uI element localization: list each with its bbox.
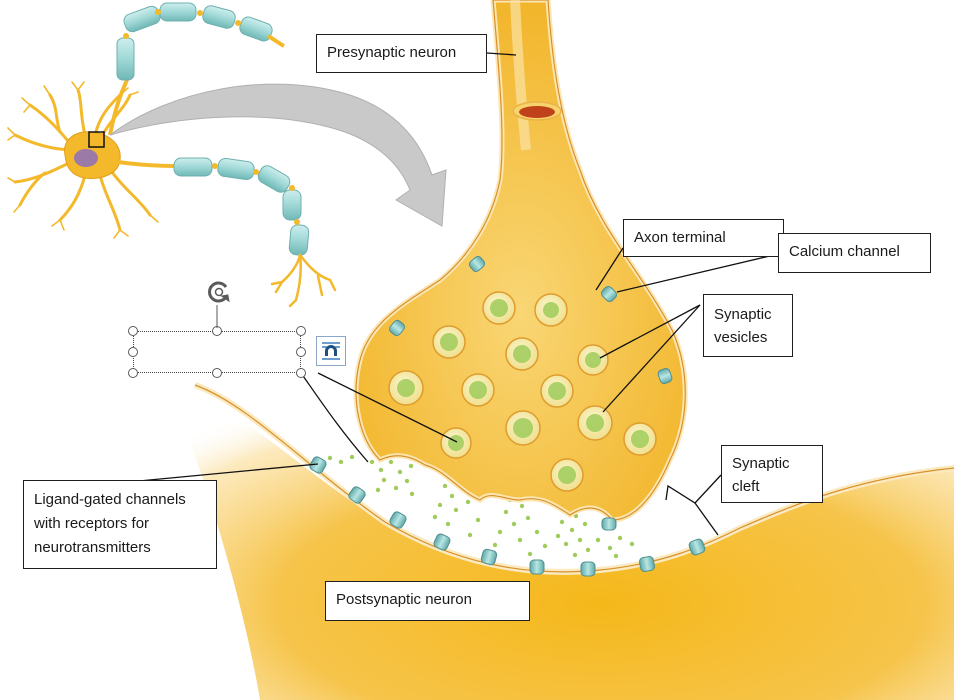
label-postsynaptic-neuron: Postsynaptic neuron (325, 581, 530, 621)
label-synaptic-vesicles: Synaptic vesicles (703, 294, 793, 357)
rotate-icon[interactable] (204, 277, 234, 307)
label-presynaptic-neuron: Presynaptic neuron (316, 34, 487, 73)
resize-handle-top-right[interactable] (296, 326, 306, 336)
resize-handle-right[interactable] (296, 347, 306, 357)
layout-options-icon[interactable] (316, 336, 346, 366)
selected-text-box[interactable] (133, 331, 301, 373)
label-ligand-gated-channels: Ligand-gated channels with receptors for… (23, 480, 217, 569)
resize-handle-bottom-right[interactable] (296, 368, 306, 378)
resize-handle-left[interactable] (128, 347, 138, 357)
leader-lines (22, 52, 779, 536)
zoom-arrow (109, 83, 447, 227)
label-axon-terminal: Axon terminal (623, 219, 784, 257)
neuron-overview (7, 2, 337, 308)
presynaptic-neuron (353, 0, 688, 523)
rotate-handle-stem (216, 305, 218, 328)
ligand-gated-channels (309, 456, 706, 577)
label-synaptic-cleft: Synaptic cleft (721, 445, 823, 503)
calcium-channels (389, 256, 673, 531)
resize-handle-bottom[interactable] (212, 368, 222, 378)
label-calcium-channel: Calcium channel (778, 233, 931, 273)
vesicle-contents (397, 299, 649, 484)
resize-handle-bottom-left[interactable] (128, 368, 138, 378)
resize-handle-top-left[interactable] (128, 326, 138, 336)
neurotransmitters-in-cleft (327, 454, 635, 559)
